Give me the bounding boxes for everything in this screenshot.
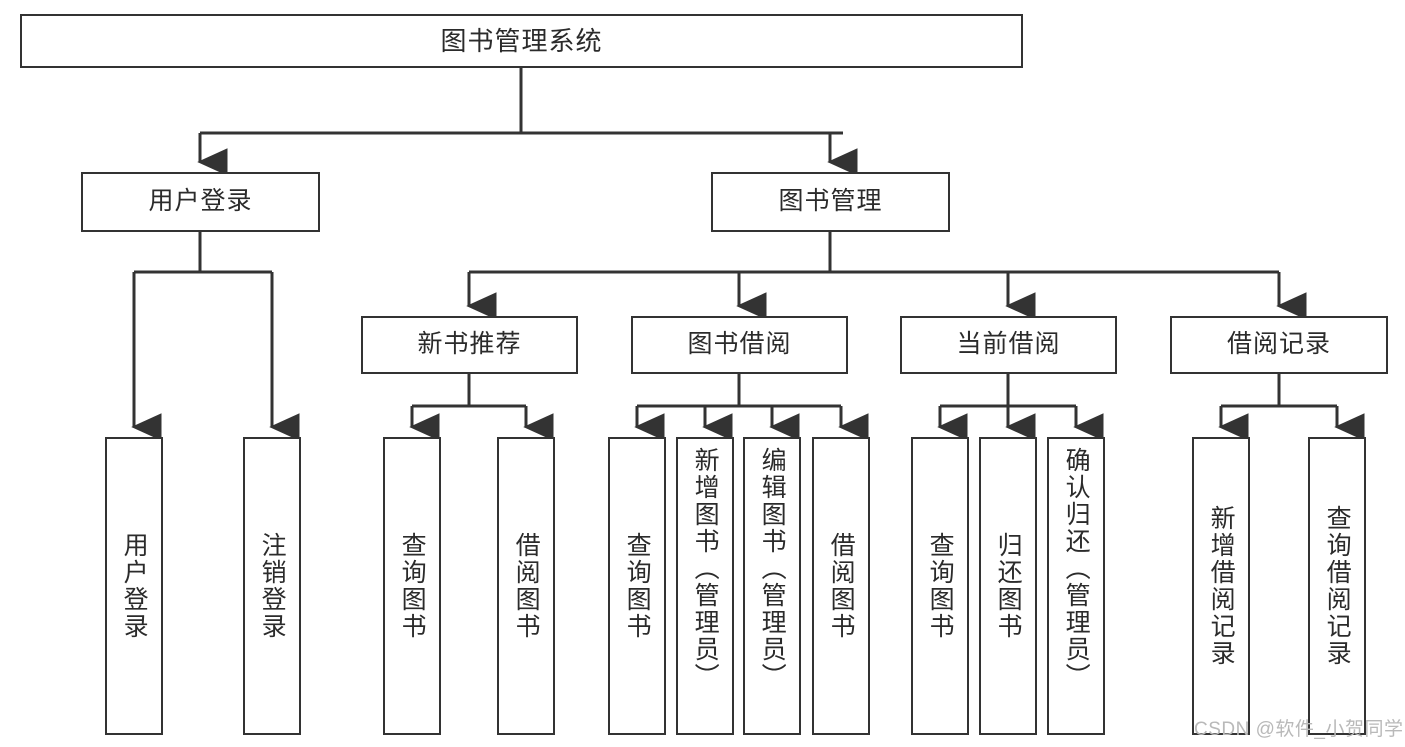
node-leaf-query-record[interactable]: 查询借阅记录 <box>1308 437 1366 735</box>
node-leaf-user-login[interactable]: 用户登录 <box>105 437 163 735</box>
node-leaf-confirm-return-label: 确认归还（管理员） <box>1062 447 1091 690</box>
node-root[interactable]: 图书管理系统 <box>20 14 1023 68</box>
node-book-borrow[interactable]: 图书借阅 <box>631 316 848 374</box>
node-leaf-borrow-book-2[interactable]: 借阅图书 <box>812 437 870 735</box>
node-leaf-add-record-label: 新增借阅记录 <box>1207 505 1236 667</box>
node-leaf-add-book-label: 新增图书（管理员） <box>691 447 720 690</box>
node-leaf-user-login-label: 用户登录 <box>120 532 149 640</box>
node-leaf-return-book[interactable]: 归还图书 <box>979 437 1037 735</box>
node-borrow-record-label: 借阅记录 <box>1226 330 1331 359</box>
node-user-login-label: 用户登录 <box>148 187 253 216</box>
node-leaf-query-book-1-label: 查询图书 <box>398 532 427 640</box>
node-leaf-query-record-label: 查询借阅记录 <box>1323 505 1352 667</box>
node-current-borrow[interactable]: 当前借阅 <box>900 316 1117 374</box>
node-book-borrow-label: 图书借阅 <box>687 330 792 359</box>
node-user-login[interactable]: 用户登录 <box>81 172 320 232</box>
node-leaf-borrow-book-1[interactable]: 借阅图书 <box>497 437 555 735</box>
node-leaf-borrow-book-1-label: 借阅图书 <box>512 532 541 640</box>
node-leaf-user-logout-label: 注销登录 <box>258 532 287 640</box>
node-leaf-add-book[interactable]: 新增图书（管理员） <box>676 437 734 735</box>
node-leaf-confirm-return[interactable]: 确认归还（管理员） <box>1047 437 1105 735</box>
node-leaf-return-book-label: 归还图书 <box>994 532 1023 640</box>
node-current-borrow-label: 当前借阅 <box>956 330 1061 359</box>
node-book-manage-label: 图书管理 <box>778 187 883 216</box>
node-book-manage[interactable]: 图书管理 <box>711 172 950 232</box>
csdn-watermark: CSDN @软件_小贺同学 <box>1194 719 1404 740</box>
node-borrow-record[interactable]: 借阅记录 <box>1170 316 1388 374</box>
node-leaf-query-book-1[interactable]: 查询图书 <box>383 437 441 735</box>
node-leaf-query-book-3-label: 查询图书 <box>926 532 955 640</box>
node-leaf-user-logout[interactable]: 注销登录 <box>243 437 301 735</box>
node-leaf-query-book-2[interactable]: 查询图书 <box>608 437 666 735</box>
node-new-book-rec[interactable]: 新书推荐 <box>361 316 578 374</box>
node-leaf-borrow-book-2-label: 借阅图书 <box>827 532 856 640</box>
node-leaf-edit-book-label: 编辑图书（管理员） <box>758 447 787 690</box>
node-leaf-edit-book[interactable]: 编辑图书（管理员） <box>743 437 801 735</box>
node-leaf-add-record[interactable]: 新增借阅记录 <box>1192 437 1250 735</box>
node-leaf-query-book-3[interactable]: 查询图书 <box>911 437 969 735</box>
node-leaf-query-book-2-label: 查询图书 <box>623 532 652 640</box>
node-new-book-rec-label: 新书推荐 <box>417 330 522 359</box>
node-root-label: 图书管理系统 <box>440 25 603 56</box>
